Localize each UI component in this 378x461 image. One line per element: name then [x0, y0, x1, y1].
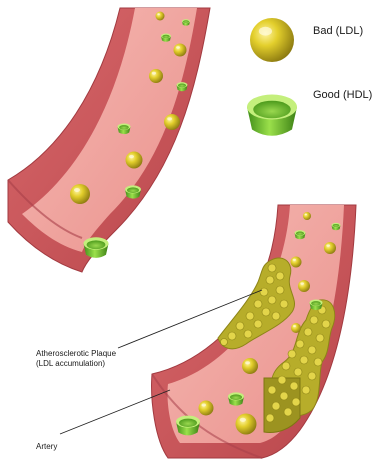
- hdl-legend-icon: [247, 95, 297, 136]
- legend: [247, 18, 297, 136]
- artery-callout-label: Artery: [36, 442, 57, 452]
- plaque-callout-line2: (LDL accumulation): [36, 359, 116, 369]
- plaque-callout-label: Atherosclerotic Plaque (LDL accumulation…: [36, 349, 116, 369]
- ldl-legend-icon: [250, 18, 294, 62]
- ldl-legend-label: Bad (LDL): [313, 25, 363, 37]
- plaque-callout-line1: Atherosclerotic Plaque: [36, 349, 116, 359]
- hdl-legend-label: Good (HDL): [313, 89, 372, 101]
